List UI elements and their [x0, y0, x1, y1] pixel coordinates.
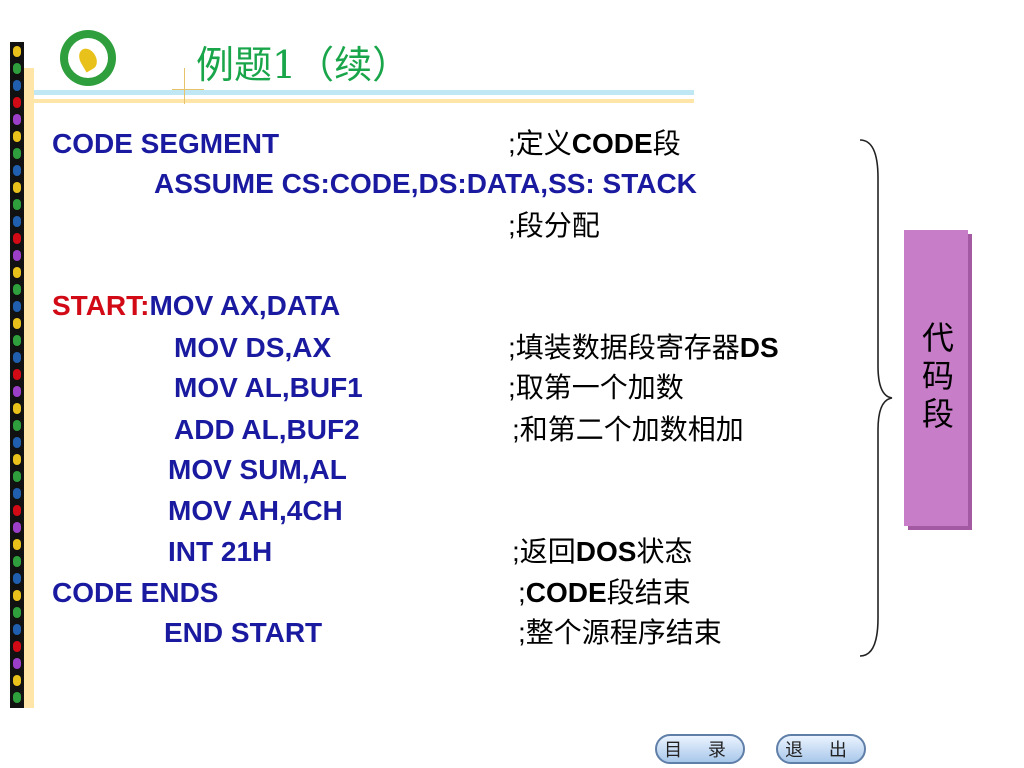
comment-line-6: ;取第一个加数 — [508, 372, 684, 403]
strip-dot — [13, 675, 21, 686]
strip-dot — [13, 233, 21, 244]
strip-dot — [13, 216, 21, 227]
strip-dot — [13, 471, 21, 482]
strip-dot — [13, 301, 21, 312]
strip-dot — [13, 539, 21, 550]
strip-dot — [13, 573, 21, 584]
page-title: 例题1（续） — [196, 43, 411, 87]
code-segment-label-box: 代码段 — [904, 230, 968, 526]
comment-line-10: ;返回DOS状态 — [512, 536, 693, 567]
strip-dot — [13, 165, 21, 176]
strip-dot — [13, 80, 21, 91]
strip-dot — [13, 437, 21, 448]
code-line-5: MOV DS,AX — [174, 332, 332, 363]
right-brace-icon — [859, 139, 893, 657]
exit-button[interactable]: 退 出 — [776, 734, 866, 764]
code-line-7: ADD AL,BUF2 — [174, 414, 360, 445]
strip-dot — [13, 284, 21, 295]
strip-dot — [13, 97, 21, 108]
start-label: START: — [52, 290, 150, 321]
comment-line-3: ;段分配 — [508, 210, 600, 241]
strip-dot — [13, 352, 21, 363]
comment-line-5: ;填装数据段寄存器DS — [508, 332, 779, 363]
strip-dot — [13, 607, 21, 618]
logo-inner — [68, 38, 108, 78]
strip-dot — [13, 454, 21, 465]
header-rule-yellow — [34, 99, 694, 103]
code-line-12: END START — [164, 617, 323, 648]
strip-edge-decoration — [24, 68, 34, 708]
code-line-6: MOV AL,BUF1 — [174, 372, 363, 403]
header-rule-blue — [34, 90, 694, 95]
strip-dot — [13, 131, 21, 142]
code-line-10: INT 21H — [168, 536, 273, 567]
strip-dot — [13, 624, 21, 635]
crosshair-horizontal — [172, 89, 204, 90]
code-line-1: CODE SEGMENT — [52, 128, 280, 159]
strip-dot — [13, 692, 21, 703]
strip-dot — [13, 590, 21, 601]
strip-dot — [13, 641, 21, 652]
comment-line-11: ;CODE段结束 — [518, 577, 691, 608]
comment-line-1: ;定义CODE段 — [508, 128, 681, 159]
code-line-8: MOV SUM,AL — [168, 454, 347, 485]
strip-dot — [13, 488, 21, 499]
film-strip-dots — [10, 42, 24, 708]
strip-dot — [13, 420, 21, 431]
crosshair-vertical — [184, 68, 185, 104]
code-line-2: ASSUME CS:CODE,DS:DATA,SS: STACK — [154, 168, 697, 199]
strip-dot — [13, 335, 21, 346]
logo-leaf-icon — [75, 45, 101, 73]
strip-dot — [13, 386, 21, 397]
strip-dot — [13, 63, 21, 74]
code-line-9: MOV AH,4CH — [168, 495, 343, 526]
strip-dot — [13, 505, 21, 516]
toc-button[interactable]: 目 录 — [655, 734, 745, 764]
strip-dot — [13, 114, 21, 125]
strip-dot — [13, 522, 21, 533]
film-strip-decoration — [10, 42, 24, 708]
strip-dot — [13, 250, 21, 261]
strip-dot — [13, 369, 21, 380]
strip-dot — [13, 46, 21, 57]
strip-dot — [13, 318, 21, 329]
code-line-4: START:MOV AX,DATA — [52, 290, 341, 321]
strip-dot — [13, 148, 21, 159]
school-logo-icon — [60, 30, 116, 86]
strip-dot — [13, 199, 21, 210]
strip-dot — [13, 182, 21, 193]
strip-dot — [13, 267, 21, 278]
comment-line-12: ;整个源程序结束 — [518, 617, 722, 648]
strip-dot — [13, 658, 21, 669]
strip-dot — [13, 556, 21, 567]
side-label: 代码段 — [917, 321, 955, 435]
code-line-11: CODE ENDS — [52, 577, 219, 608]
comment-line-7: ;和第二个加数相加 — [512, 414, 744, 445]
strip-dot — [13, 403, 21, 414]
